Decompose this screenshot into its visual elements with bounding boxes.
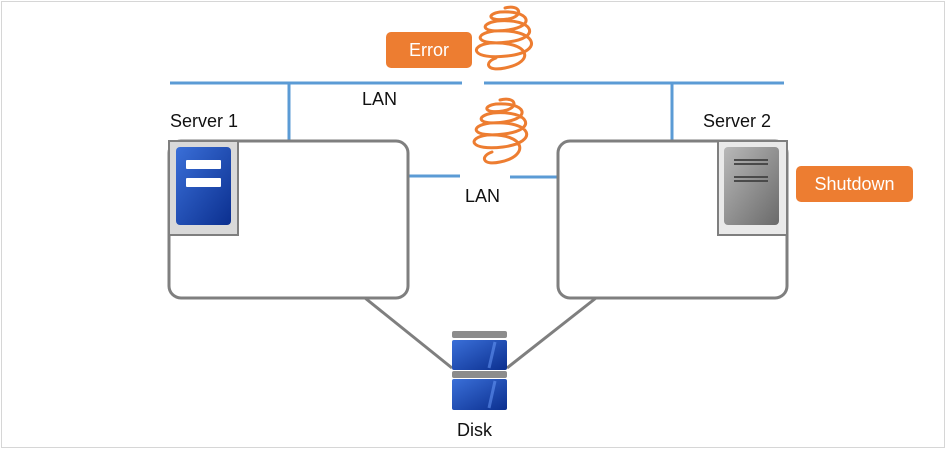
error-spring-icon bbox=[475, 5, 533, 71]
disk-connectors bbox=[364, 296, 597, 370]
shutdown-badge: Shutdown bbox=[796, 166, 913, 202]
lan-top-label: LAN bbox=[362, 89, 398, 109]
disk-label: Disk bbox=[457, 420, 492, 440]
lan-bottom-label: LAN bbox=[465, 186, 501, 206]
server2-label: Server 2 bbox=[703, 111, 772, 131]
server1-icon[interactable] bbox=[168, 140, 239, 236]
error-badge: Error bbox=[386, 32, 472, 68]
server1-label: Server 1 bbox=[170, 111, 239, 131]
lan-bottom-line bbox=[408, 174, 562, 179]
disk-icon[interactable] bbox=[452, 331, 507, 410]
lan-spring-icon bbox=[472, 97, 529, 165]
lan-top-line bbox=[170, 81, 784, 141]
server2-icon[interactable] bbox=[717, 140, 788, 236]
